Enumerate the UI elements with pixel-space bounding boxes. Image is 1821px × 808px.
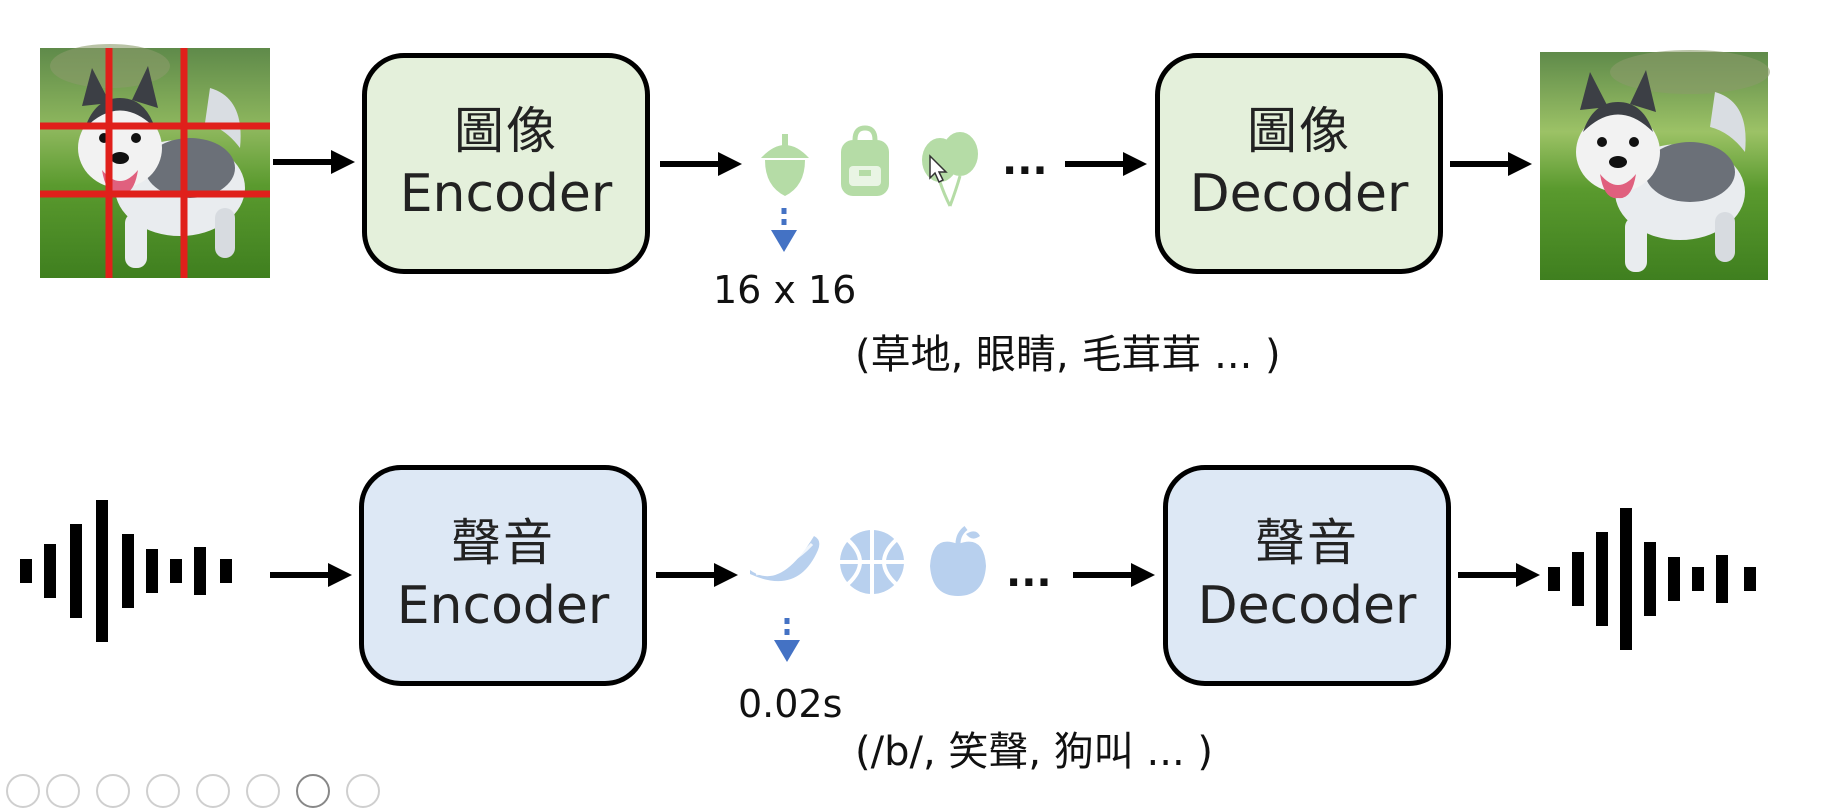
frame-duration-label: 0.02s [738, 682, 843, 726]
audio-decoder-title: 聲音 [1255, 513, 1359, 572]
subtitle-icon[interactable] [246, 774, 280, 808]
audio-decoder-label: Decoder [1197, 576, 1417, 637]
down-arrow-icon [774, 618, 800, 662]
down-arrow-icon [771, 208, 797, 252]
balloons-icon [922, 132, 978, 207]
audio-decoder-box: 聲音 Decoder [1163, 465, 1451, 686]
arrow-right-icon [1073, 563, 1155, 587]
image-token-examples: (草地, 眼睛, 毛茸茸 ... ) [855, 332, 1281, 378]
apple-icon [930, 526, 986, 596]
zoom-icon[interactable] [196, 774, 230, 808]
input-dog-image [40, 44, 270, 278]
image-encoder-title: 圖像 [454, 101, 558, 160]
arrow-right-icon [660, 152, 742, 176]
banana-icon [750, 536, 820, 582]
options-icon[interactable] [346, 774, 380, 808]
image-encoder-box: 圖像 Encoder [362, 53, 650, 274]
presentation-toolbar [0, 770, 420, 808]
image-decoder-title: 圖像 [1247, 101, 1351, 160]
arrow-right-icon [1450, 152, 1532, 176]
audio-encoder-box: 聲音 Encoder [359, 465, 647, 686]
audio-encoder-label: Encoder [396, 576, 610, 637]
output-dog-image [1540, 50, 1770, 280]
prev-slide-icon[interactable] [6, 774, 40, 808]
pen-icon[interactable] [96, 774, 130, 808]
audio-token-ellipsis: ... [1006, 550, 1052, 596]
acorn-icon [761, 134, 809, 196]
image-decoder-box: 圖像 Decoder [1155, 53, 1443, 274]
more-icon[interactable] [296, 774, 330, 808]
basketball-icon [840, 530, 904, 594]
image-decoder-label: Decoder [1189, 164, 1409, 225]
input-waveform-icon [20, 500, 232, 642]
arrow-right-icon [1458, 563, 1540, 587]
backpack-icon [841, 125, 889, 196]
audio-encoder-title: 聲音 [451, 513, 555, 572]
arrow-right-icon [1065, 152, 1147, 176]
patch-size-label: 16 x 16 [713, 268, 857, 312]
slides-icon[interactable] [146, 774, 180, 808]
image-encoder-label: Encoder [399, 164, 613, 225]
arrow-right-icon [656, 563, 738, 587]
output-waveform-icon [1548, 508, 1756, 650]
image-token-ellipsis: ... [1002, 138, 1048, 184]
arrow-right-icon [273, 150, 355, 174]
arrow-right-icon [270, 563, 352, 587]
next-slide-icon[interactable] [46, 774, 80, 808]
audio-token-examples: (/b/, 笑聲, 狗叫 ... ) [855, 729, 1213, 775]
